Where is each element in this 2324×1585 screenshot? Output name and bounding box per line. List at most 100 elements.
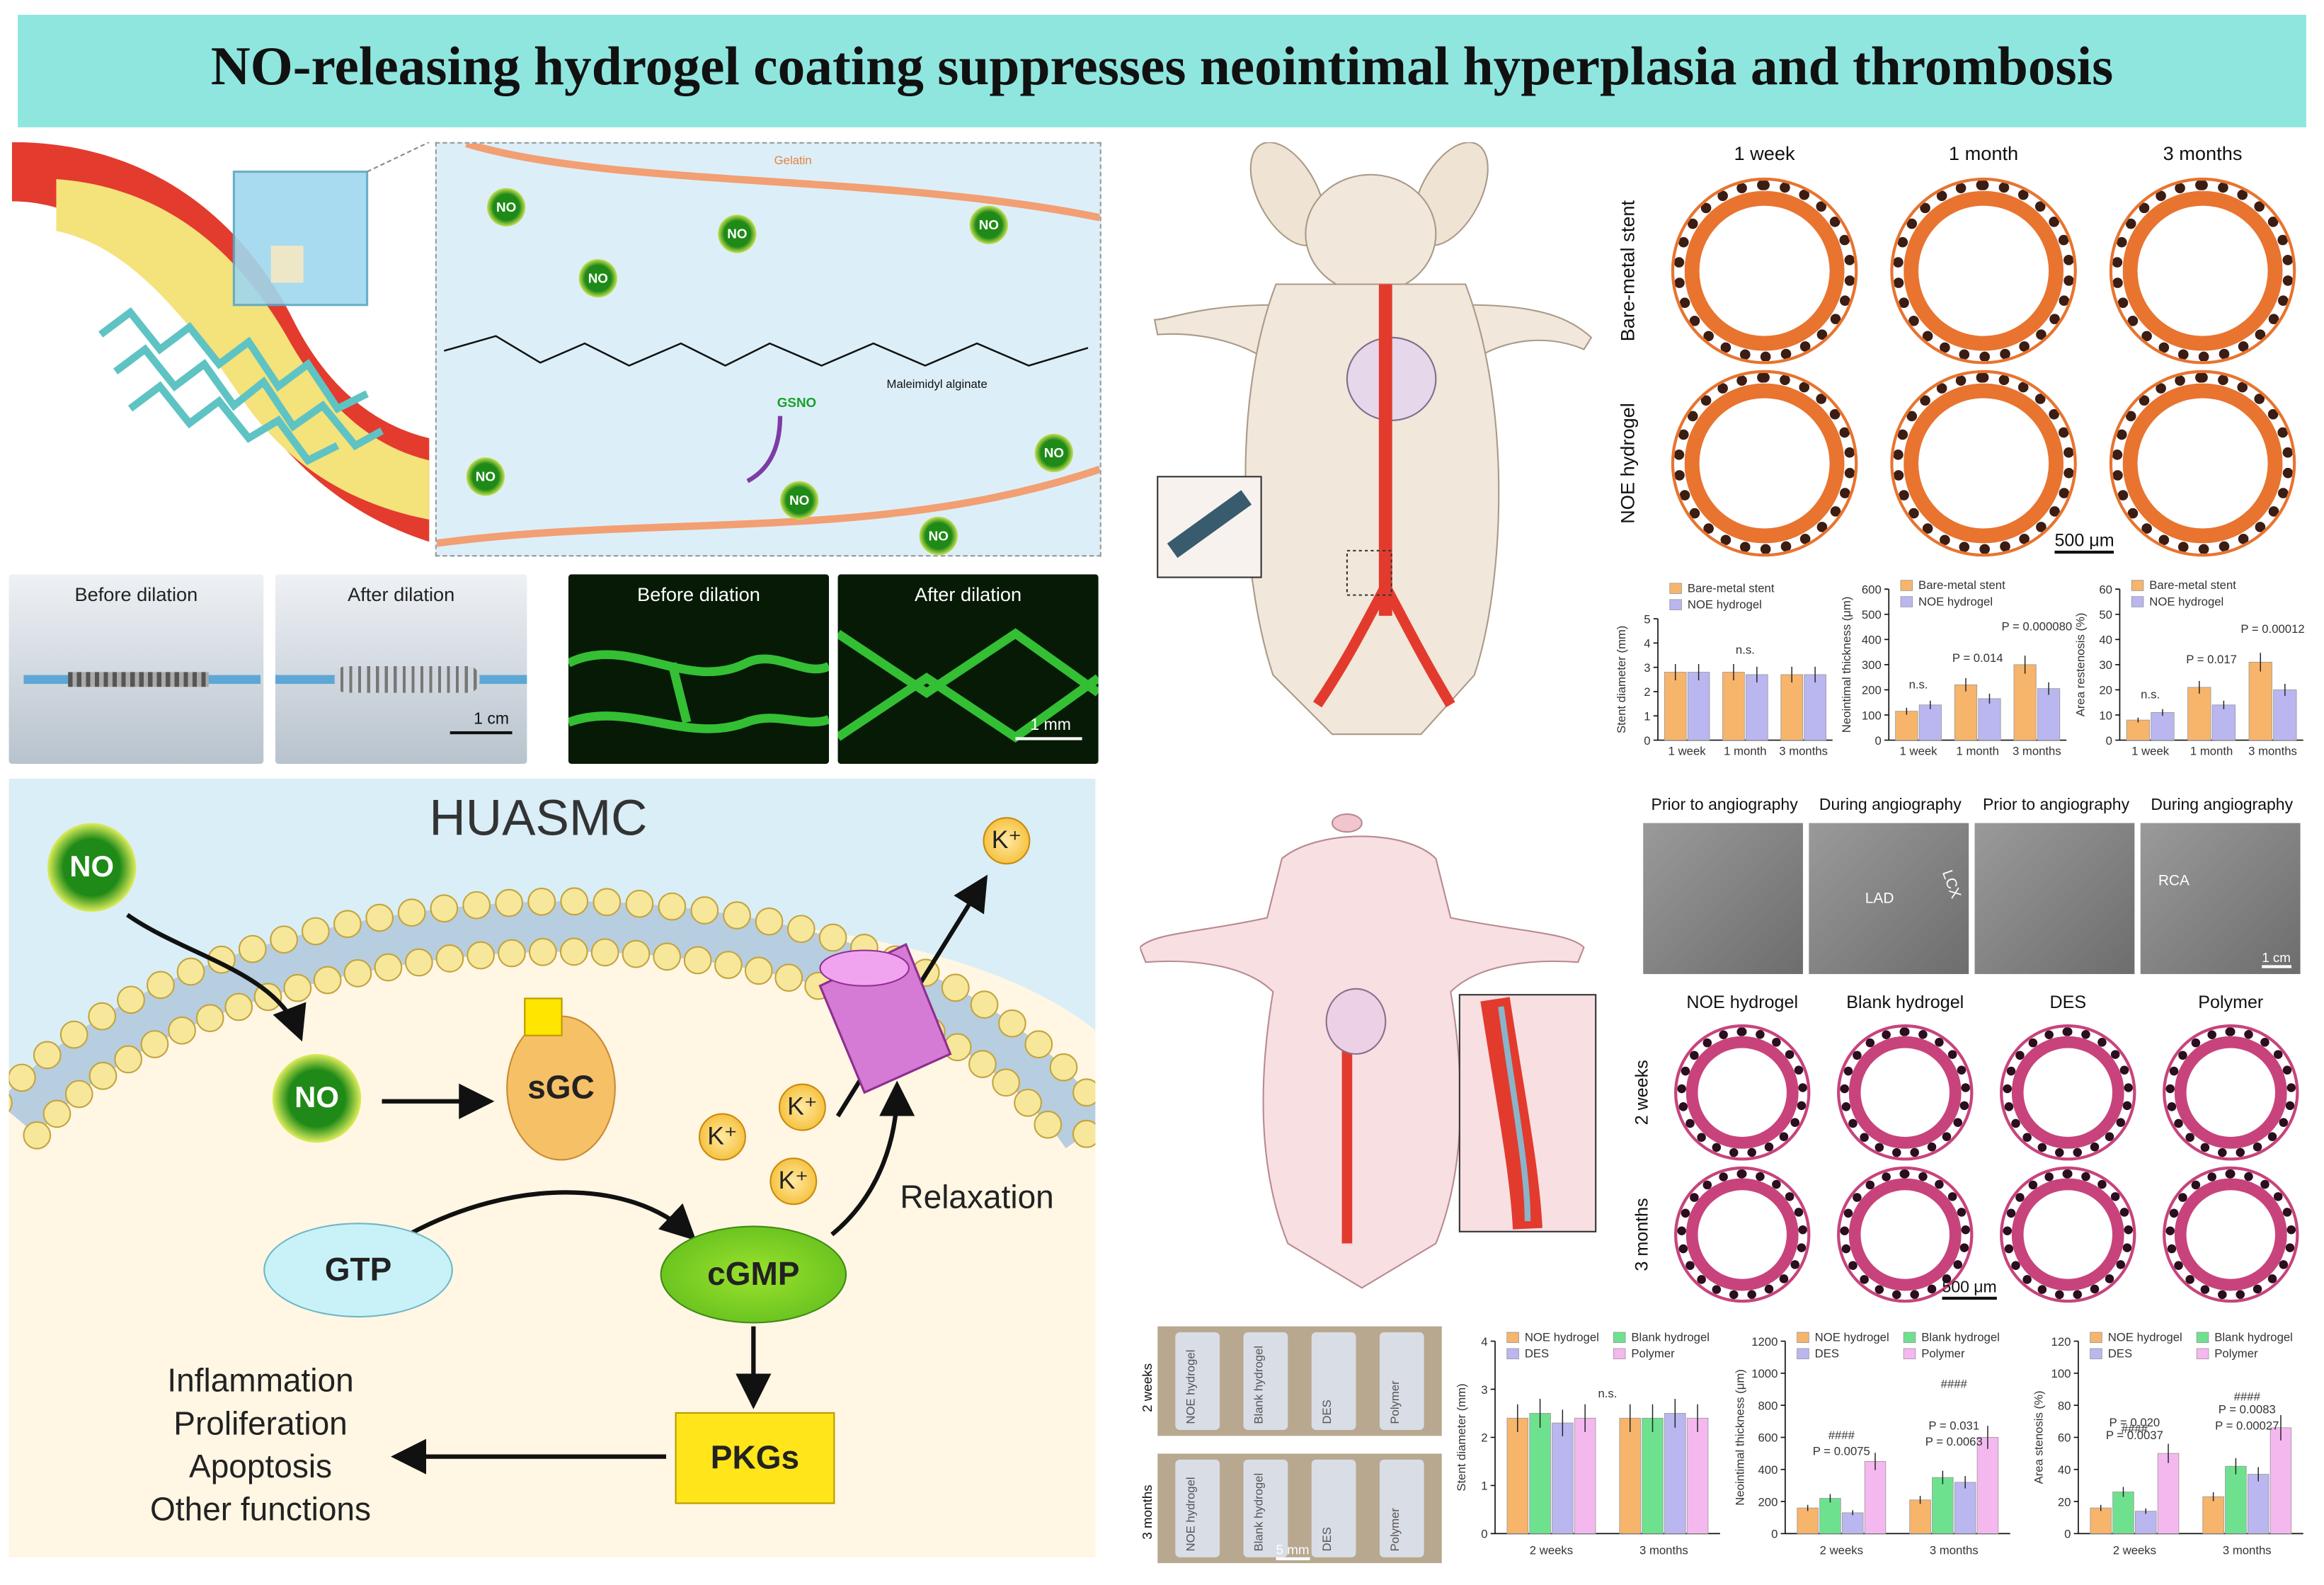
bar	[1746, 674, 1768, 740]
vessel-section	[2165, 1169, 2296, 1300]
legend-label: Bare-metal stent	[1918, 578, 2005, 592]
potassium-ion: K⁺	[698, 1113, 746, 1161]
function-item: Proliferation	[173, 1404, 348, 1442]
lipid-head	[622, 939, 651, 968]
bar	[2126, 719, 2151, 740]
annotation: ####	[2234, 1390, 2261, 1404]
column-label: Prior to angiography	[1651, 796, 1798, 815]
explant-stent	[1243, 1459, 1288, 1557]
bar	[1819, 1498, 1841, 1534]
annotation: n.s.	[1909, 677, 1928, 691]
lipid-head	[238, 934, 267, 963]
row-label: 2 weeks	[1140, 1363, 1155, 1412]
y-tick-label: 600	[1758, 1431, 1778, 1445]
potassium-ion: K⁺	[983, 817, 1031, 865]
annotation: P = 0.0037	[2106, 1429, 2163, 1442]
no-bubble: NO	[780, 481, 819, 520]
legend-label: Blank hydrogel	[1921, 1331, 2000, 1344]
lipid-head	[1014, 1088, 1042, 1117]
function-item: Inflammation	[167, 1361, 354, 1400]
y-tick-label: 0	[1481, 1528, 1487, 1541]
column-label: During angiography	[1819, 796, 1962, 815]
y-tick-label: 3	[1644, 661, 1650, 675]
vessel-label: RCA	[2158, 873, 2190, 890]
y-tick-label: 0	[1771, 1528, 1778, 1541]
bar	[1642, 1417, 1664, 1534]
lipid-head	[593, 888, 622, 917]
y-axis-label: Area stenosis (%)	[2032, 1390, 2046, 1484]
sample-label: NOE hydrogel	[1184, 1477, 1198, 1552]
y-axis-label: Stent diameter (mm)	[1457, 1383, 1469, 1491]
vessel-section	[1677, 1027, 1808, 1158]
vessel-section	[1840, 1027, 1971, 1158]
row-label: Bare-metal stent	[1616, 200, 1639, 342]
annotation: P = 0.0083	[2219, 1403, 2276, 1417]
bar	[1804, 674, 1826, 740]
lipid-head	[495, 888, 524, 917]
legend-swatch	[1797, 1348, 1809, 1360]
vessel-section	[1893, 181, 2074, 362]
photo-before-dilation: Before dilation	[8, 574, 264, 765]
legend-swatch	[1903, 1348, 1916, 1360]
lipid-head	[343, 959, 372, 988]
hydrogel-cube	[232, 170, 369, 307]
bar	[2151, 712, 2175, 740]
fluorescence-after-dilation: After dilation 1 mm	[837, 574, 1099, 765]
annotation: P = 0.00012	[2240, 622, 2304, 636]
lipid-head	[998, 1009, 1026, 1038]
downstream-functions: Inflammation Proliferation Apoptosis Oth…	[127, 1359, 394, 1531]
y-tick-label: 50	[2099, 608, 2112, 622]
lipid-head	[147, 971, 175, 1000]
vessel-section	[1893, 372, 2074, 554]
explant-stent	[1243, 1332, 1288, 1431]
lipid-head	[786, 915, 815, 944]
lipid-head	[528, 937, 557, 966]
bar	[1506, 1417, 1529, 1534]
legend-swatch	[2131, 580, 2144, 591]
legend-label: DES	[1525, 1347, 1549, 1361]
x-tick-label: 2 weeks	[1820, 1544, 1863, 1557]
bar	[2112, 1492, 2134, 1534]
lipid-head	[8, 1063, 36, 1092]
y-tick-label: 80	[2058, 1399, 2071, 1412]
legend-swatch	[2090, 1332, 2102, 1344]
bar	[1841, 1512, 1864, 1534]
bar	[2187, 687, 2211, 740]
lipid-head	[176, 957, 205, 986]
x-tick-label: 1 month	[2190, 744, 2233, 757]
bar	[1619, 1417, 1641, 1534]
lipid-head	[224, 992, 253, 1022]
y-axis-label: Neointimal thickness (μm)	[1840, 597, 1853, 733]
scalebar-label: 5 mm	[1276, 1543, 1310, 1561]
legend-label: NOE hydrogel	[2108, 1331, 2182, 1344]
y-tick-label: 60	[2099, 583, 2112, 597]
sample-label: Polymer	[1388, 1508, 1402, 1552]
column-label: 1 month	[1948, 142, 2019, 165]
lipid-head	[498, 939, 526, 968]
scalebar-label: 500 μm	[1942, 1279, 1997, 1300]
bar	[1909, 1499, 1931, 1534]
y-tick-label: 200	[1758, 1495, 1778, 1509]
cgmp-node: cGMP	[660, 1225, 847, 1324]
artery-stent-illustration	[11, 142, 430, 557]
x-tick-label: 2 weeks	[1530, 1544, 1573, 1557]
potassium-ion: K⁺	[769, 1157, 818, 1206]
lipid-head	[818, 923, 847, 952]
y-tick-label: 200	[1862, 684, 1882, 697]
bar	[1722, 672, 1745, 740]
lipid-head	[1034, 1110, 1063, 1139]
bar	[2202, 1496, 2224, 1534]
bar	[2211, 704, 2236, 740]
page-title: NO-releasing hydrogel coating suppresses…	[210, 37, 2114, 98]
x-tick-label: 1 week	[2131, 744, 2170, 757]
y-tick-label: 1200	[1751, 1335, 1778, 1349]
lipid-head	[397, 898, 426, 927]
annotation: P = 0.000080	[2002, 620, 2073, 634]
lipid-head	[466, 941, 495, 970]
legend-label: Blank hydrogel	[1631, 1331, 1710, 1344]
